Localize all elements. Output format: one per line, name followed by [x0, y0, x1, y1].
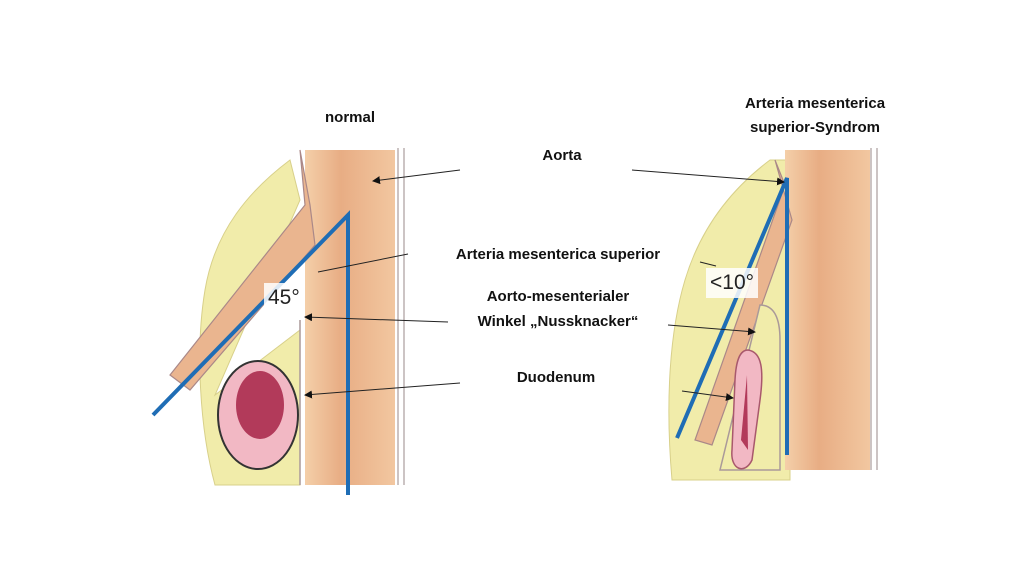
- angle-line-syndrome: [675, 177, 789, 455]
- panel-title-normal: normal: [324, 109, 376, 126]
- panel-title-syndrome-line1: Arteria mesenterica: [744, 95, 886, 112]
- aorta: [785, 150, 870, 470]
- panel-title-syndrome-line2: superior-Syndrom: [749, 119, 881, 136]
- angle-value-syndrome: <10°: [706, 268, 759, 298]
- label-sma: Arteria mesenterica superior: [455, 246, 661, 263]
- normal-anatomy: [151, 148, 405, 495]
- label-angle-line2: Winkel „Nussknacker“: [477, 313, 639, 330]
- pointer-lines: [304, 169, 785, 402]
- angle-line-normal: [151, 210, 350, 495]
- angle-value-normal: 45°: [264, 283, 304, 313]
- label-aorta: Aorta: [542, 147, 582, 164]
- sma: [169, 149, 316, 391]
- syndrome-anatomy: [668, 148, 878, 481]
- label-duodenum: Duodenum: [516, 369, 596, 386]
- label-angle-line1: Aorto-mesenterialer: [486, 288, 630, 305]
